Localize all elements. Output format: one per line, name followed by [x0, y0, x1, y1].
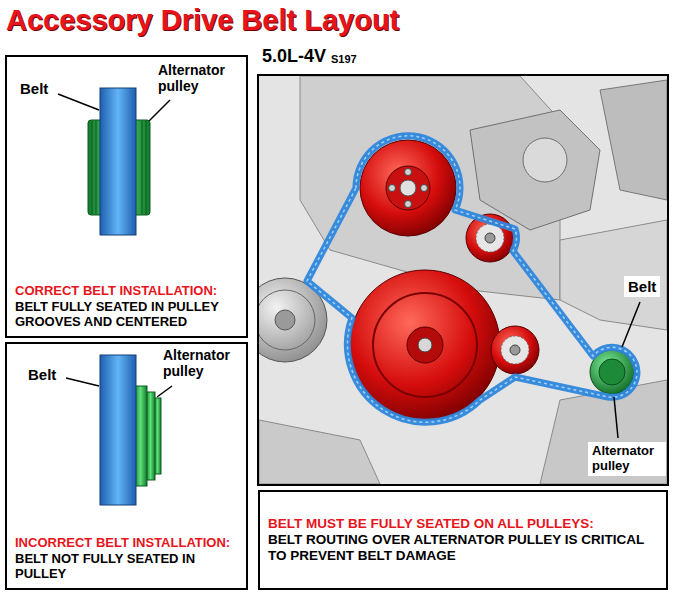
pulley-groove [259, 290, 315, 350]
pulley-ring [373, 293, 477, 397]
engine-background [259, 76, 667, 484]
part-label: Belt [28, 366, 56, 383]
engine-bracket [560, 220, 667, 330]
pulley-bearing [476, 224, 504, 252]
note-panel: BELT MUST BE FULLY SEATED ON ALL PULLEYS… [258, 490, 668, 590]
pulley-bearing [501, 336, 529, 364]
pulley-hub [510, 345, 520, 355]
belt [100, 355, 136, 505]
engine-illustration [259, 76, 667, 484]
panel-heading: CORRECT BELT INSTALLATION: [15, 283, 238, 299]
pulley-hub [386, 166, 430, 210]
panel-body: BELT ROUTING OVER ALTERNATOR PULLEY IS C… [268, 532, 658, 564]
crank-bolt [418, 338, 432, 352]
note-panel: CORRECT BELT INSTALLATION:BELT FULLY SEA… [5, 55, 248, 338]
belt [100, 88, 136, 235]
engine-bracket [259, 420, 380, 484]
incorrect-belt-figure [66, 355, 172, 505]
leader-line [58, 94, 99, 110]
bolt [389, 185, 396, 192]
pulley-groove [92, 121, 93, 214]
bolt [405, 169, 412, 176]
thermostat-housing [470, 110, 600, 230]
pulley-groove [96, 121, 97, 214]
engine-code: 5.0L-4V [262, 46, 326, 67]
leader-line [66, 378, 99, 386]
correct-belt-figure [58, 88, 170, 235]
leader-line [149, 100, 170, 121]
part-label: Belt [624, 276, 660, 297]
water-pump-pulley [360, 140, 456, 236]
panel-heading: INCORRECT BELT INSTALLATION: [15, 535, 238, 551]
pulley-hub [400, 180, 416, 196]
part-label: Belt [20, 80, 48, 97]
bolt [421, 185, 428, 192]
panel-body: BELT NOT FULLY SEATED IN PULLEY [15, 551, 238, 582]
tensioner-pulley [491, 326, 539, 374]
pulley-hub [485, 233, 495, 243]
leader-line [614, 397, 618, 438]
pulley-hub [275, 310, 295, 330]
pulley-hub [599, 359, 625, 385]
hose [600, 80, 667, 200]
panel-heading: BELT MUST BE FULLY SEATED ON ALL PULLEYS… [268, 516, 658, 532]
part-label: Alternator pulley [163, 347, 247, 379]
bolt [405, 201, 412, 208]
belt-ribs [307, 136, 637, 422]
pulley-hub [407, 327, 443, 363]
engine-code: S197 [331, 53, 357, 66]
drive-belt [307, 136, 637, 422]
leader-line [157, 386, 172, 397]
leader-line [622, 302, 640, 347]
pulley-groove [146, 121, 147, 214]
part-label: Alternator pulley [158, 62, 242, 94]
page-title: Accessory Drive Belt Layout [6, 4, 399, 37]
pulley-groove [142, 121, 143, 214]
panel-body: BELT FULLY SEATED IN PULLEY GROOVES AND … [15, 299, 238, 330]
illustration-frame [258, 75, 668, 485]
part-label: Alternator pulley [588, 442, 666, 476]
housing-port [523, 138, 567, 182]
